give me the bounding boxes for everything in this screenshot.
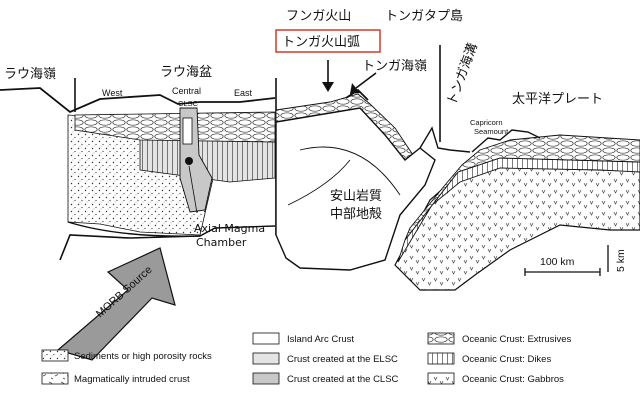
legend-label-elsc: Crust created at the ELSC [287,354,398,365]
legend-label-dikes: Oceanic Crust: Dikes [462,354,551,365]
label-lau-ridge: ラウ海嶺 [4,67,56,82]
lau-lower-line [59,234,201,261]
label-central: Central [172,86,201,96]
label-clsc: CLSC [178,99,199,108]
label-andesite-line2: 中部地殻 [330,207,382,222]
extrusive-layer-lau [74,111,276,143]
clsc-dike-core [182,117,193,145]
legend-label-clsc: Crust created at the CLSC [287,374,399,385]
legend-swatch-island-arc [252,332,280,345]
tonga-arc-highlight-box [275,29,381,53]
capricorn-seamount [471,129,541,153]
tonga-arc [275,88,436,271]
slab-gabbro [394,165,640,291]
legend-swatch-elsc [252,352,280,365]
legend-swatch-sediments [41,349,69,362]
lau-basin-crust [67,107,276,236]
island-arc-crust [275,107,436,271]
label-axial-chamber: Chamber [196,236,247,249]
arc-inner-line-1 [299,146,401,196]
label-tonga-arc: トンガ火山弧 [282,35,360,50]
slab-extrusives [404,134,640,241]
lau-ridge-profile [0,87,276,114]
label-pacific-plate: 太平洋プレート [512,92,603,107]
pointer-arrows [322,60,377,94]
scale-bars [524,245,609,276]
label-lau-basin: ラウ海盆 [160,65,212,80]
legend-swatch-dikes [427,352,455,365]
axial-magma-chamber-dot [185,157,193,165]
tonga-ridge-peak [345,88,369,101]
label-tonga-ridge: トンガ海嶺 [362,59,427,74]
legend-swatch-clsc [252,372,280,385]
legend-label-sediments: Sediments or high porosity rocks [74,351,212,362]
label-west: West [102,88,123,98]
label-capricorn-2: Seamount [474,127,509,136]
legend-swatch-gabbros [427,372,455,385]
label-capricorn-1: Capricorn [470,118,503,127]
label-andesite-line1: 安山岩質 [330,189,382,204]
legend: Sediments or high porosity rocks Magmati… [41,332,572,385]
arc-inner-line-2 [287,159,351,206]
morb-source-arrow [56,247,176,361]
axial-chamber-leader [188,165,198,214]
label-scale-100km: 100 km [540,256,575,268]
legend-label-gabbros: Oceanic Crust: Gabbros [462,374,564,385]
trench-profile [419,126,471,153]
label-east: East [234,88,253,98]
pacific-plate-slab [394,126,640,291]
legend-label-intruded: Magmatically intruded crust [74,374,190,385]
label-tonga-trench: トンガ海溝 [445,41,481,107]
label-axial-magma: Axial Magma [194,222,265,235]
legend-label-island-arc: Island Arc Crust [287,334,354,345]
legend-swatch-intruded [41,372,69,385]
label-scale-5km: 5 km [615,249,627,272]
legend-label-extrusives: Oceanic Crust: Extrusives [462,334,572,345]
legend-swatch-extrusives [427,332,455,345]
label-fonga-volcano: フンガ火山 [286,9,351,24]
label-tongatapu: トンガタプ島 [385,9,463,24]
